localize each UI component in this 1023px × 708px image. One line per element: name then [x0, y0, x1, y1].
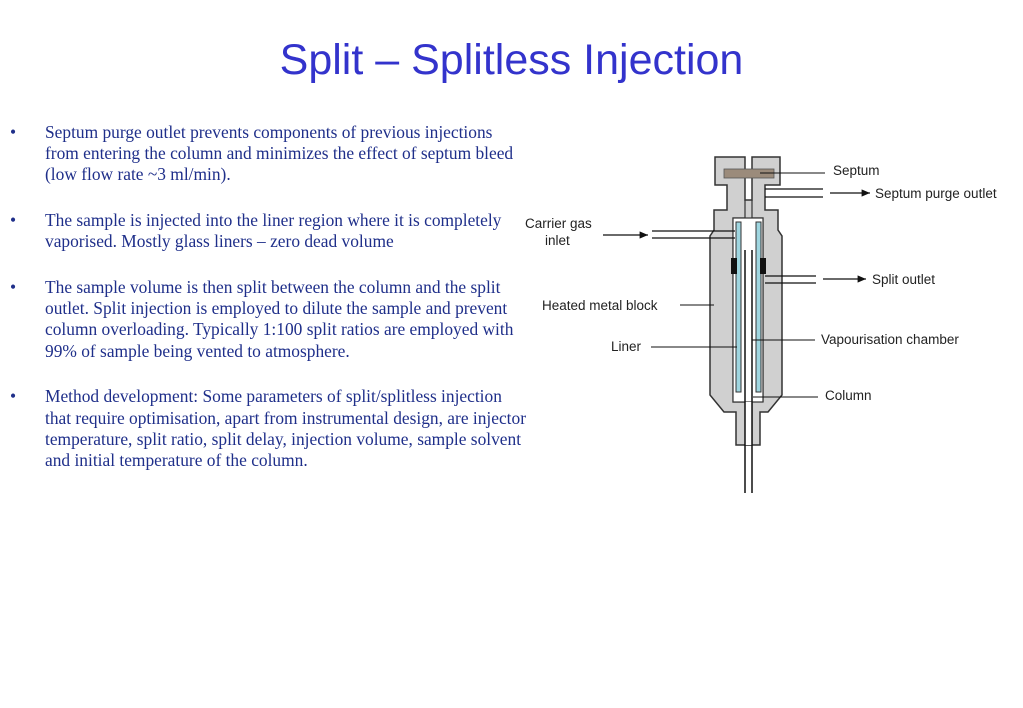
bullet-text: The sample volume is then split between … [45, 277, 514, 361]
bullet-marker: • [10, 277, 17, 298]
carrier-gas-label-line1: Carrier gas [525, 216, 592, 231]
o-ring-right [760, 258, 766, 274]
vapourisation-chamber-label: Vapourisation chamber [821, 332, 959, 347]
column-label: Column [825, 388, 872, 403]
liner-label: Liner [611, 339, 642, 354]
heated-metal-block-label: Heated metal block [542, 298, 658, 313]
bullet-marker: • [10, 122, 17, 142]
bullet-text: Method development: Some parameters of s… [45, 386, 526, 470]
o-ring-left [731, 258, 737, 274]
bullet-text: The sample is injected into the liner re… [45, 210, 502, 252]
liner-left-wall [735, 221, 742, 393]
bottom-channel [745, 402, 752, 445]
septum-purge-outlet-label: Septum purge outlet [875, 186, 997, 201]
bullet-text: Septum purge outlet prevents components … [45, 122, 514, 185]
bullet-item: • The sample is injected into the liner … [0, 210, 530, 252]
bullet-list: • Septum purge outlet prevents component… [0, 122, 530, 496]
bullet-item: • Method development: Some parameters of… [0, 386, 530, 471]
carrier-gas-label-line2: inlet [545, 233, 570, 248]
injector-diagram: Septum Septum purge outlet Carrier gas i… [525, 156, 997, 493]
split-outlet-label: Split outlet [872, 272, 935, 287]
bullet-marker: • [10, 386, 17, 407]
bullet-item: • Septum purge outlet prevents component… [0, 122, 530, 186]
liner-right-wall [755, 221, 762, 393]
bullet-marker: • [10, 210, 17, 231]
slide-title: Split – Splitless Injection [279, 36, 744, 84]
septum-label: Septum [833, 163, 880, 178]
bullet-item: • The sample volume is then split betwee… [0, 277, 530, 362]
